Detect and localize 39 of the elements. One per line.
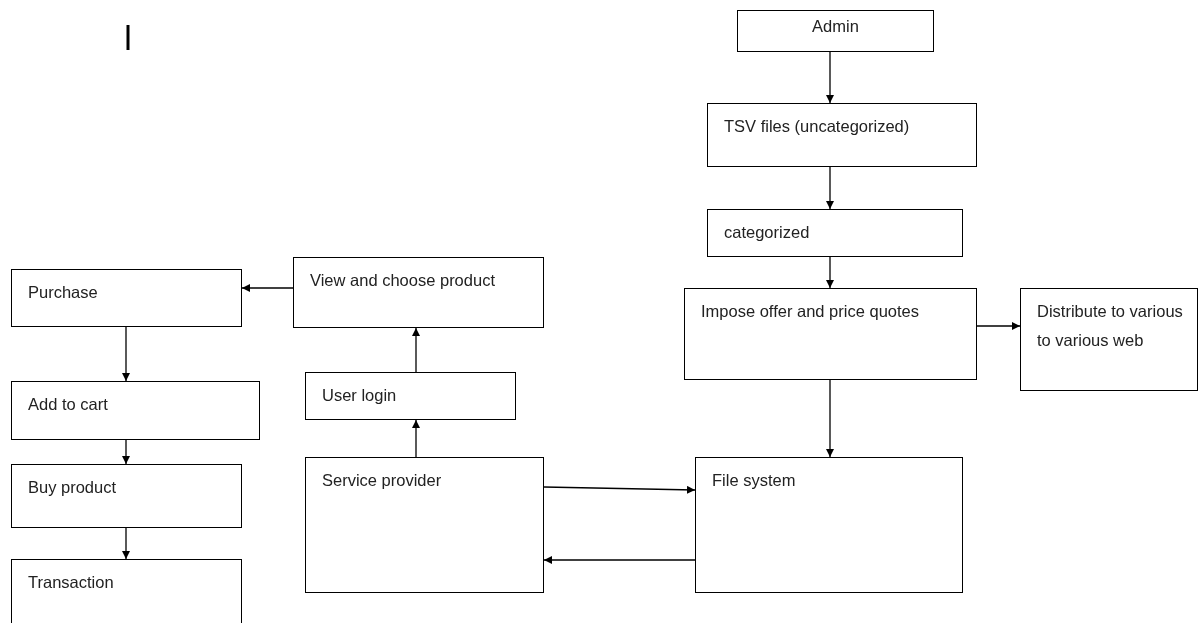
- process-box: [1020, 288, 1198, 391]
- process-box: [293, 257, 544, 328]
- box-label: Buy product: [28, 477, 118, 498]
- arrow: [543, 485, 696, 494]
- arrow: [826, 51, 834, 104]
- process-box: [11, 559, 242, 623]
- box-label: Distribute to various to various web: [1037, 301, 1184, 351]
- box-label: Impose offer and price quotes: [701, 301, 920, 322]
- arrow: [543, 556, 696, 564]
- arrow: [412, 327, 420, 373]
- box-label: TSV files (uncategorized): [724, 116, 911, 137]
- box-label: Service provider: [322, 470, 443, 491]
- process-box: [11, 381, 260, 440]
- process-box: [695, 457, 963, 593]
- arrow: [826, 166, 834, 210]
- box-label: File system: [712, 470, 797, 491]
- process-box: [707, 103, 977, 167]
- arrow: [122, 439, 130, 465]
- process-box: [707, 209, 963, 257]
- box-label: Purchase: [28, 282, 99, 303]
- process-box: [305, 372, 516, 420]
- process-box: [11, 464, 242, 528]
- arrow: [122, 527, 130, 560]
- box-label: Transaction: [28, 572, 115, 593]
- box-label: categorized: [724, 222, 811, 243]
- process-box: [11, 269, 242, 327]
- arrow: [826, 256, 834, 289]
- process-box: [684, 288, 977, 380]
- box-label: User login: [322, 385, 398, 406]
- process-box: [305, 457, 544, 593]
- box-label: Admin: [811, 16, 860, 37]
- box-label: Add to cart: [28, 394, 109, 415]
- arrow: [976, 322, 1021, 330]
- arrow: [122, 326, 130, 382]
- arrow: [412, 419, 420, 458]
- box-label: View and choose product: [310, 270, 496, 291]
- process-box: [737, 10, 934, 52]
- arrow: [826, 379, 834, 458]
- arrow: [241, 284, 294, 292]
